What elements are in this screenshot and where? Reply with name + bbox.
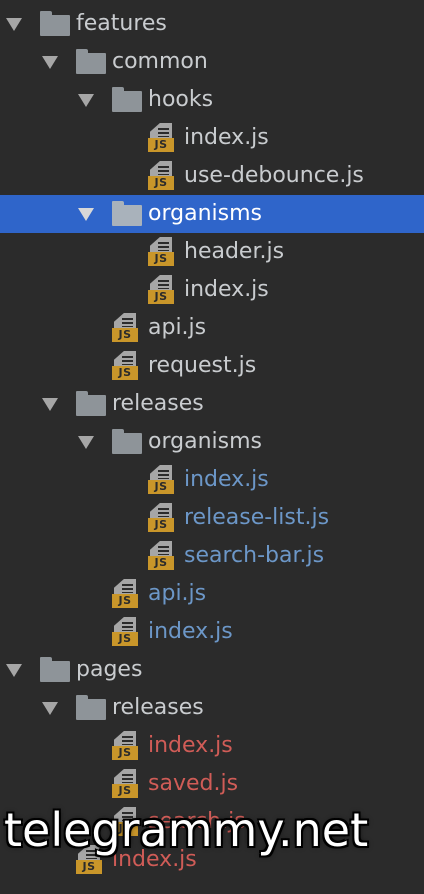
js-file-icon: JS [148,275,178,305]
js-file-icon: JS [112,579,142,609]
js-file-icon: JS [148,541,178,571]
js-file-icon: JS [148,237,178,267]
watermark: telegrammy.net [4,803,369,857]
chevron-down-icon[interactable] [78,94,94,107]
chevron-down-icon[interactable] [6,18,22,31]
tree-folder-row[interactable]: features [0,5,424,43]
tree-item-label: hooks [148,87,214,112]
chevron-down-icon[interactable] [78,436,94,449]
tree-folder-row[interactable]: organisms [0,423,424,461]
tree-item-label: header.js [184,239,285,264]
tree-item-label: pages [76,657,143,682]
js-file-icon: JS [112,617,142,647]
tree-folder-row[interactable]: common [0,43,424,81]
js-file-icon: JS [148,123,178,153]
tree-item-label: search.js [148,809,246,834]
tree-folder-row[interactable]: releases [0,689,424,727]
folder-icon [76,391,106,416]
folder-icon [40,11,70,36]
folder-icon [76,49,106,74]
tree-item-label: request.js [148,353,257,378]
chevron-down-icon[interactable] [42,56,58,69]
js-file-icon: JS [148,465,178,495]
js-file-icon: JS [112,351,142,381]
js-file-icon: JS [112,769,142,799]
tree-item-label: index.js [184,467,269,492]
folder-icon [112,201,142,226]
js-file-icon: JS [112,807,142,837]
folder-icon [112,429,142,454]
tree-folder-row[interactable]: hooks [0,81,424,119]
tree-item-label: index.js [112,847,197,872]
tree-item-label: common [112,49,208,74]
tree-item-label: features [76,11,167,36]
chevron-down-icon[interactable] [42,702,58,715]
tree-item-label: releases [112,391,204,416]
tree-item-label: organisms [148,429,262,454]
folder-icon [40,657,70,682]
chevron-down-icon[interactable] [78,208,94,221]
tree-folder-row[interactable]: pages [0,651,424,689]
chevron-down-icon[interactable] [6,664,22,677]
chevron-down-icon[interactable] [42,398,58,411]
folder-icon [112,87,142,112]
tree-folder-row[interactable]: releases [0,385,424,423]
tree-item-label: saved.js [148,771,239,796]
tree-item-label: use-debounce.js [184,163,364,188]
js-file-icon: JS [112,731,142,761]
tree-item-label: index.js [148,619,233,644]
tree-item-label: index.js [184,125,269,150]
tree-item-label: releases [112,695,204,720]
tree-folder-row[interactable]: organisms [0,195,424,233]
js-file-icon: JS [76,845,106,875]
tree-item-label: api.js [148,315,207,340]
tree-item-label: release-list.js [184,505,330,530]
tree-item-label: search-bar.js [184,543,325,568]
tree-item-label: api.js [148,581,207,606]
tree-item-label: index.js [184,277,269,302]
tree-item-label: index.js [148,733,233,758]
js-file-icon: JS [148,161,178,191]
js-file-icon: JS [112,313,142,343]
folder-icon [76,695,106,720]
js-file-icon: JS [148,503,178,533]
tree-item-label: organisms [148,201,262,226]
